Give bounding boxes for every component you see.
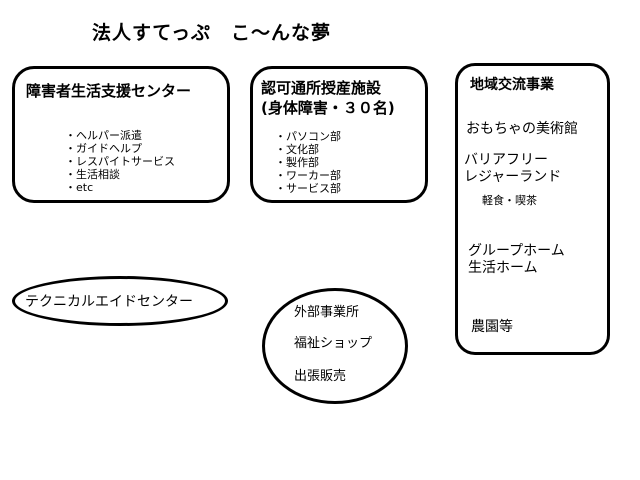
diagram-title: 法人すてっぷ こ〜んな夢 [92, 22, 332, 44]
list-item: ・レスパイトサービス [65, 155, 175, 168]
list-item: ・パソコン部 [275, 130, 341, 143]
workshop-facility-title: 認可通所授産施設 (身体障害・３０名) [261, 78, 395, 118]
community-exchange-box: 地域交流事業 おもちゃの美術館 バリアフリー レジャーランド 軽食・喫茶 グルー… [455, 63, 610, 355]
technical-aid-center-label: テクニカルエイドセンター [25, 294, 193, 310]
list-item: ・サービス部 [275, 182, 341, 195]
external-office-label: 外部事業所 [294, 305, 360, 320]
list-item: ・文化部 [275, 143, 319, 156]
workshop-facility-box: 認可通所授産施設 (身体障害・３０名) ・パソコン部 ・文化部 ・製作部 ・ワー… [250, 66, 428, 203]
list-item: ・ガイドヘルプ [65, 142, 142, 155]
workshop-facility-title-line2: (身体障害・３０名) [261, 99, 395, 117]
barrier-free-label-line1: バリアフリー [464, 152, 548, 168]
welfare-shop-label: 福祉ショップ [294, 336, 373, 351]
list-item: ・ヘルパー派遣 [65, 129, 142, 142]
group-home-label-line1: グループホーム [468, 243, 565, 259]
list-item: ・etc [65, 181, 94, 194]
support-center-box: 障害者生活支援センター ・ヘルパー派遣 ・ガイドヘルプ ・レスパイトサービス ・… [12, 66, 230, 203]
technical-aid-center-ellipse: テクニカルエイドセンター [12, 276, 228, 326]
workshop-department-list: ・パソコン部 ・文化部 ・製作部 ・ワーカー部 ・サービス部 [275, 130, 341, 195]
list-item: ・製作部 [275, 156, 319, 169]
support-center-title: 障害者生活支援センター [26, 82, 192, 100]
barrier-free-label-line2: レジャーランド [464, 169, 562, 185]
mobile-sales-label: 出張販売 [294, 369, 347, 384]
list-item: ・ワーカー部 [275, 169, 341, 182]
workshop-facility-title-line1: 認可通所授産施設 [261, 79, 382, 97]
external-business-ellipse: 外部事業所 福祉ショップ 出張販売 [262, 288, 408, 404]
list-item: ・生活相談 [65, 168, 120, 181]
cafe-label: 軽食・喫茶 [482, 194, 537, 207]
support-center-list: ・ヘルパー派遣 ・ガイドヘルプ ・レスパイトサービス ・生活相談 ・etc [65, 129, 175, 194]
toy-museum-label: おもちゃの美術館 [466, 121, 578, 137]
farm-label: 農園等 [471, 319, 513, 335]
community-exchange-title: 地域交流事業 [470, 77, 554, 93]
group-home-label-line2: 生活ホーム [468, 260, 538, 276]
